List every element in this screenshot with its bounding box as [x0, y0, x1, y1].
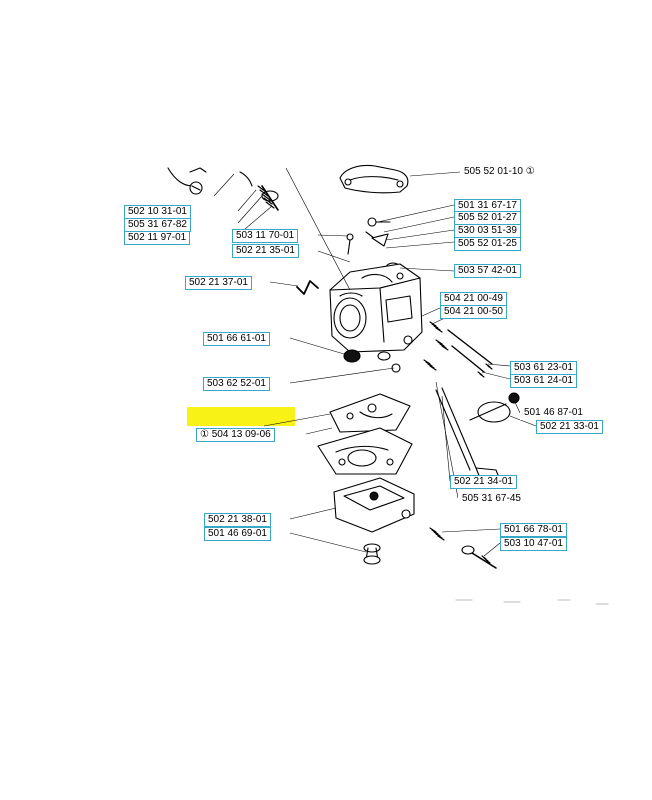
part-label-504-13-09-06: ① 504 13 09-06	[196, 428, 275, 442]
top-screw-set	[346, 217, 391, 255]
body-washer	[377, 351, 391, 361]
filter-cap	[343, 349, 361, 363]
diaphragm-gasket	[329, 393, 411, 433]
l-shaped-pin	[296, 280, 319, 295]
part-label-530-03-51-39: 530 03 51-39	[454, 224, 521, 238]
part-label-504-21-00-50: 504 21 00-50	[440, 305, 507, 319]
part-label-502-21-34-01: 502 21 34-01	[450, 475, 517, 489]
carburetor-body	[329, 263, 423, 353]
part-label-502-21-33-01: 502 21 33-01	[536, 420, 603, 434]
part-label-504-21-00-49: 504 21 00-49	[440, 292, 507, 306]
part-label-501-66-61-01: 501 66 61-01	[203, 332, 270, 346]
top-clip-part	[167, 167, 207, 195]
lower-adjust-screw	[429, 527, 497, 569]
part-label-505-52-01-25: 505 52 01-25	[454, 237, 521, 251]
part-label-502-10-31-01: 502 10 31-01	[124, 205, 191, 219]
part-label-502-21-37-01: 502 21 37-01	[185, 276, 252, 290]
lower-cover	[333, 477, 415, 533]
part-label-503-57-42-01: 503 57 42-01	[454, 264, 521, 278]
circled-symbol-icon: ①	[200, 429, 209, 440]
part-label-503-10-47-01: 503 10 47-01	[500, 537, 567, 551]
part-label-505-31-67-82: 505 31 67-82	[124, 218, 191, 232]
highlighted-label-field	[187, 407, 295, 426]
part-label-503-61-24-01: 503 61 24-01	[510, 374, 577, 388]
adjust-needle-set	[429, 321, 493, 378]
part-label-501-66-78-01: 501 66 78-01	[500, 523, 567, 537]
part-label-503-62-52-01: 503 62 52-01	[203, 377, 270, 391]
part-label-501-46-87-01: 501 46 87-01	[520, 406, 587, 420]
part-label-503-61-23-01: 503 61 23-01	[510, 361, 577, 375]
part-label-502-11-97-01: 502 11 97-01	[124, 231, 191, 245]
faded-marks	[455, 599, 609, 605]
circled-symbol-icon: ①	[525, 166, 535, 177]
pump-gasket	[317, 427, 413, 475]
part-label-505-52-01-10: 505 52 01-10 ①	[460, 165, 539, 179]
part-label-503-11-70-01: 503 11 70-01	[232, 229, 299, 243]
part-label-501-46-69-01: 501 46 69-01	[204, 527, 271, 541]
part-label-505-52-01-27: 505 52 01-27	[454, 211, 521, 225]
top-spring-part	[239, 171, 279, 211]
part-label-505-31-67-45: 505 31 67-45	[458, 492, 525, 506]
part-label-502-21-38-01: 502 21 38-01	[204, 513, 271, 527]
throttle-shaft	[423, 359, 520, 481]
bottom-screw	[363, 543, 381, 565]
top-cover-gasket	[339, 164, 409, 194]
part-label-502-21-35-01: 502 21 35-01	[232, 244, 299, 258]
